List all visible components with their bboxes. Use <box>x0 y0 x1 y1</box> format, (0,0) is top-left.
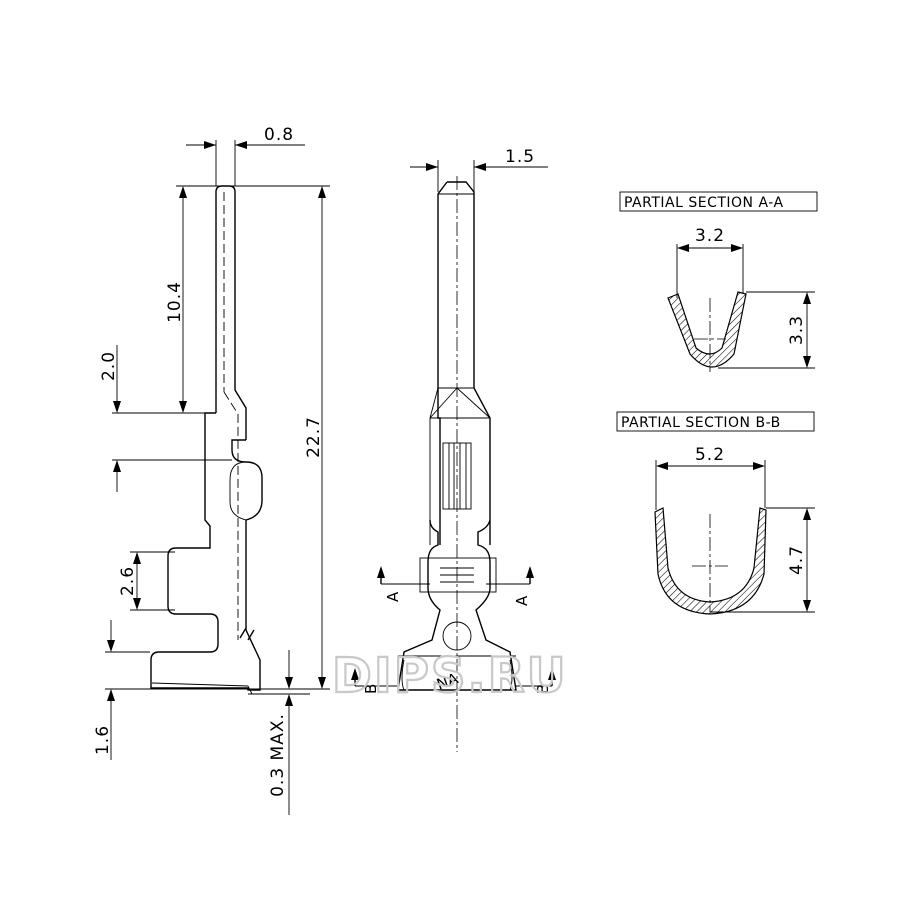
section-bb-width: 5.2 <box>695 445 725 465</box>
section-marker-b-left: B <box>362 684 380 694</box>
dim-pin-width: 0.8 <box>264 125 294 145</box>
dim-slot-height: 2.6 <box>118 566 138 596</box>
dim-pin-length: 10.4 <box>165 281 185 323</box>
side-body-outline <box>150 412 263 691</box>
front-view: NA 1.5 A A B B <box>351 147 556 752</box>
section-marker-a-right: A <box>513 595 531 606</box>
section-marker-b-right: B <box>534 684 552 694</box>
dim-max-thickness: 0.3 MAX. <box>268 713 288 797</box>
dim-total-length: 22.7 <box>304 416 324 458</box>
front-crimp-outline <box>397 519 517 691</box>
section-marker-a-left: A <box>384 591 402 602</box>
side-pin-outline <box>215 185 247 440</box>
watermark: DIPS.RU <box>332 648 568 704</box>
partial-section-bb: PARTIAL SECTION B-B 5.2 4.7 <box>616 411 815 615</box>
side-view: 0.8 10.4 22.7 2.0 2.6 <box>93 125 330 815</box>
front-pin-outline <box>437 181 491 545</box>
section-bb-title-box <box>616 411 815 432</box>
section-bb-title: PARTIAL SECTION B-B <box>621 415 781 431</box>
section-bb-height: 4.7 <box>787 545 807 575</box>
dim-base-height: 1.6 <box>93 725 113 755</box>
partial-section-aa: PARTIAL SECTION A-A 3.2 3.3 <box>619 191 818 372</box>
section-aa-title: PARTIAL SECTION A-A <box>624 195 784 211</box>
dim-tip-width: 1.5 <box>505 147 535 167</box>
section-aa-height: 3.3 <box>787 315 807 345</box>
section-aa-profile <box>667 291 747 368</box>
section-aa-title-box <box>619 191 818 212</box>
dim-step-height: 2.0 <box>99 351 119 381</box>
section-bb-profile <box>654 507 767 615</box>
section-aa-width: 3.2 <box>695 226 725 246</box>
